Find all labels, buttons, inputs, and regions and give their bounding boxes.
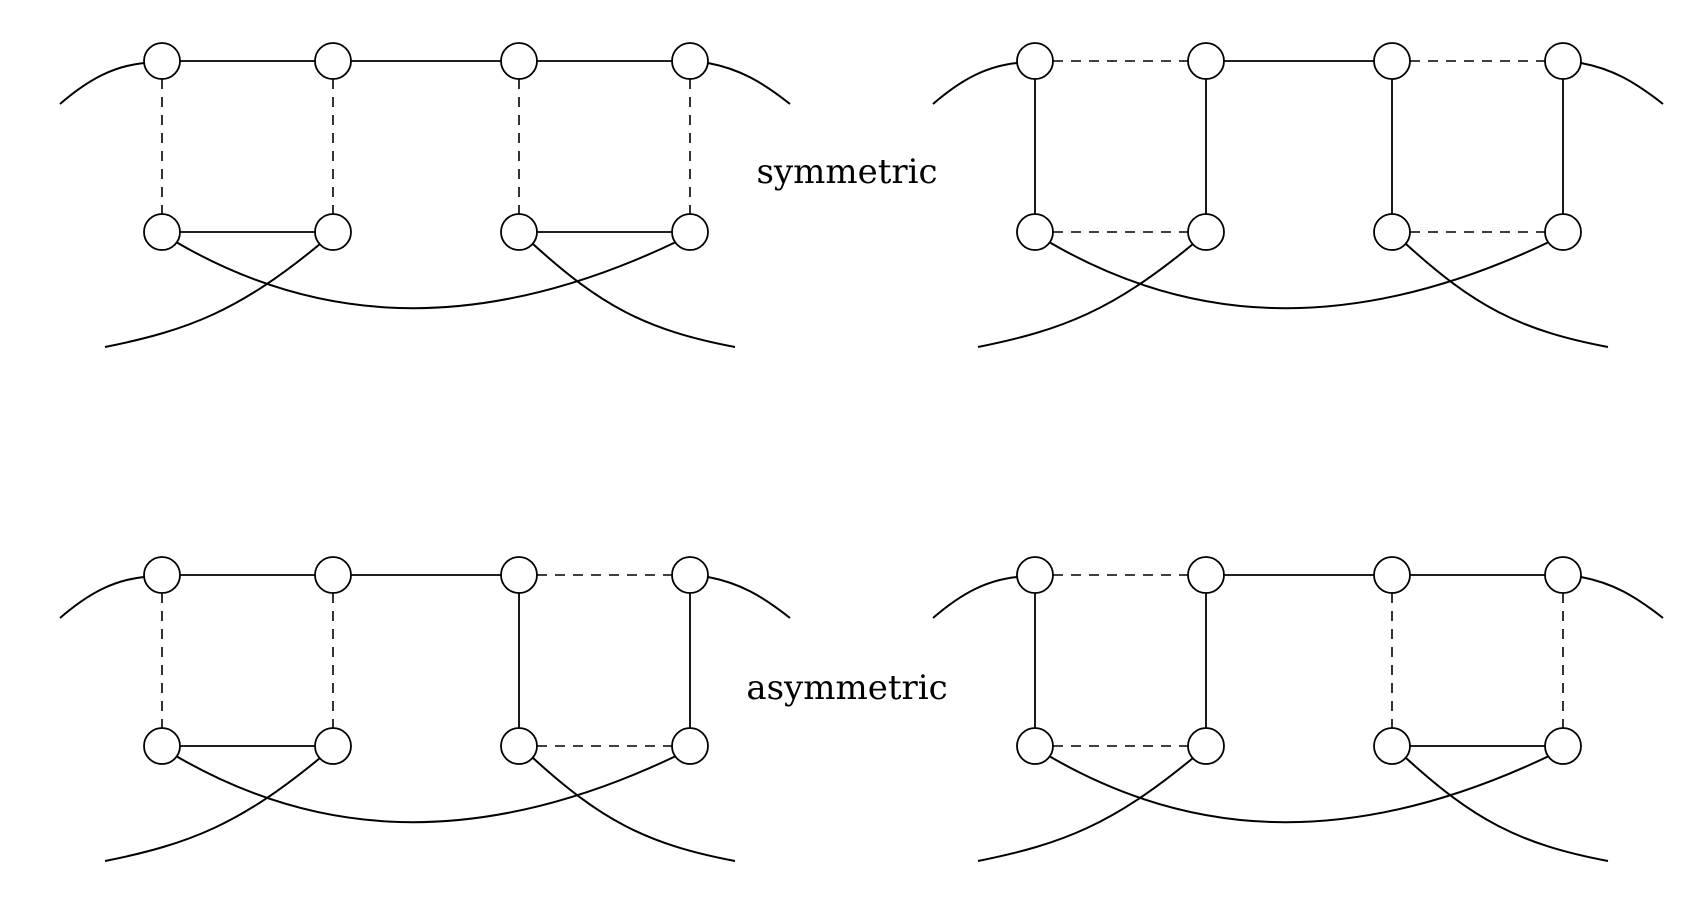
- symmetric-label: symmetric: [756, 152, 938, 192]
- cross-edge-b3-out: [1405, 243, 1609, 348]
- node-t3: [500, 42, 538, 80]
- node-b2: [1187, 213, 1225, 251]
- node-t4: [1544, 556, 1582, 594]
- node-b4: [1544, 213, 1582, 251]
- node-b1: [143, 213, 181, 251]
- cross-edge-b3-out: [532, 243, 736, 348]
- graph-asymmetric-left: [59, 556, 791, 862]
- node-b2: [1187, 727, 1225, 765]
- cross-edge-b2-out: [977, 243, 1194, 348]
- cross-edge-b1-b4: [1048, 755, 1550, 824]
- node-b3: [500, 727, 538, 765]
- node-t4: [1544, 42, 1582, 80]
- cross-edge-b3-out: [1405, 757, 1609, 862]
- outer-edge-left-top: [59, 576, 145, 619]
- cross-edge-b1-b4: [175, 755, 677, 824]
- node-b3: [500, 213, 538, 251]
- cross-edge-b2-out: [977, 757, 1194, 862]
- node-b4: [1544, 727, 1582, 765]
- node-b4: [671, 727, 709, 765]
- node-b1: [143, 727, 181, 765]
- node-t1: [1016, 42, 1054, 80]
- node-b1: [1016, 727, 1054, 765]
- node-t2: [1187, 556, 1225, 594]
- node-t4: [671, 556, 709, 594]
- node-t3: [1373, 556, 1411, 594]
- outer-edge-right-top: [1580, 62, 1664, 105]
- node-t1: [143, 556, 181, 594]
- outer-edge-left-top: [59, 62, 145, 105]
- node-t3: [500, 556, 538, 594]
- cross-edge-b1-b4: [1048, 241, 1550, 310]
- node-t1: [143, 42, 181, 80]
- node-t2: [1187, 42, 1225, 80]
- node-t2: [314, 42, 352, 80]
- outer-edge-right-top: [1580, 576, 1664, 619]
- node-b3: [1373, 213, 1411, 251]
- cross-edge-b1-b4: [175, 241, 677, 310]
- node-b4: [671, 213, 709, 251]
- node-t3: [1373, 42, 1411, 80]
- outer-edge-left-top: [932, 576, 1018, 619]
- outer-edge-right-top: [707, 576, 791, 619]
- graph-asymmetric-right: [932, 556, 1664, 862]
- node-b2: [314, 727, 352, 765]
- node-t2: [314, 556, 352, 594]
- node-t4: [671, 42, 709, 80]
- cross-edge-b2-out: [104, 757, 321, 862]
- asymmetric-label: asymmetric: [746, 668, 948, 708]
- outer-edge-right-top: [707, 62, 791, 105]
- node-b3: [1373, 727, 1411, 765]
- graph-symmetric-right: [932, 42, 1664, 348]
- cross-edge-b2-out: [104, 243, 321, 348]
- outer-edge-left-top: [932, 62, 1018, 105]
- node-b1: [1016, 213, 1054, 251]
- cross-edge-b3-out: [532, 757, 736, 862]
- node-b2: [314, 213, 352, 251]
- graph-symmetric-left: [59, 42, 791, 348]
- node-t1: [1016, 556, 1054, 594]
